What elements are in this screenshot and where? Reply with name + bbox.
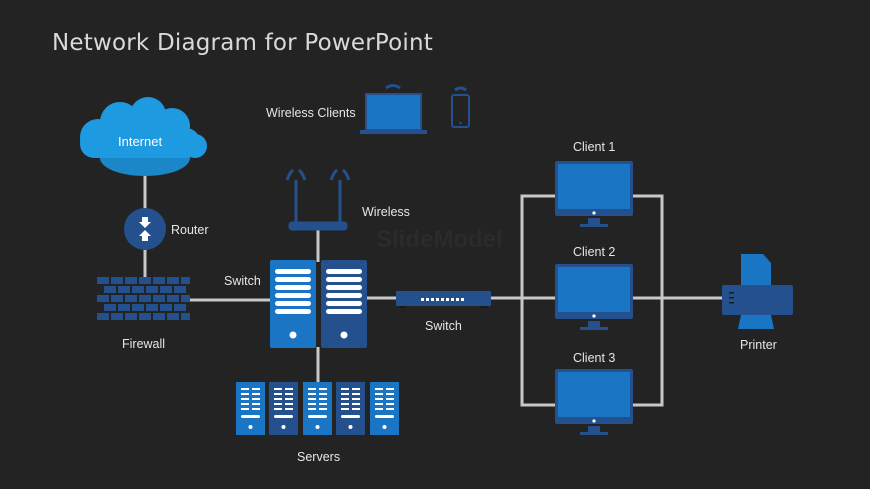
connectors [143, 175, 724, 407]
router-label: Router [171, 223, 209, 237]
network-switch-icon [396, 291, 491, 308]
wireless-label: Wireless [362, 205, 410, 219]
server-icon [269, 382, 298, 435]
brick-wall-icon [97, 277, 190, 320]
access-switch-label: Switch [425, 319, 462, 333]
firewall-label: Firewall [122, 337, 166, 351]
watermark: SlideModel [376, 226, 503, 253]
server-icon [236, 382, 265, 435]
laptop-icon [360, 84, 427, 134]
core-switch-label: Switch [224, 274, 261, 288]
printer-icon [722, 254, 793, 329]
server-icon [336, 382, 365, 435]
wifi-router-icon [285, 168, 351, 231]
connector-client-bracket-left [520, 194, 556, 407]
monitor-icon [555, 161, 633, 227]
cloud-icon [80, 97, 207, 176]
page-title: Network Diagram for PowerPoint [52, 30, 433, 56]
servers-label: Servers [297, 450, 341, 464]
smartphone-icon [451, 86, 470, 128]
servers-group [236, 382, 399, 435]
client-2-label: Client 2 [573, 245, 616, 259]
client-3-label: Client 3 [573, 351, 616, 365]
internet-label: Internet [118, 134, 163, 149]
monitor-icon [555, 369, 633, 435]
wireless-clients-label: Wireless Clients [266, 106, 356, 120]
connector-client-bracket-right [632, 194, 664, 407]
server-icon [303, 382, 332, 435]
router-icon [124, 208, 166, 250]
monitor-icon [555, 264, 633, 330]
server-rack-icon [270, 260, 367, 348]
client-1-label: Client 1 [573, 140, 616, 154]
printer-label: Printer [740, 338, 777, 352]
server-icon [370, 382, 399, 435]
